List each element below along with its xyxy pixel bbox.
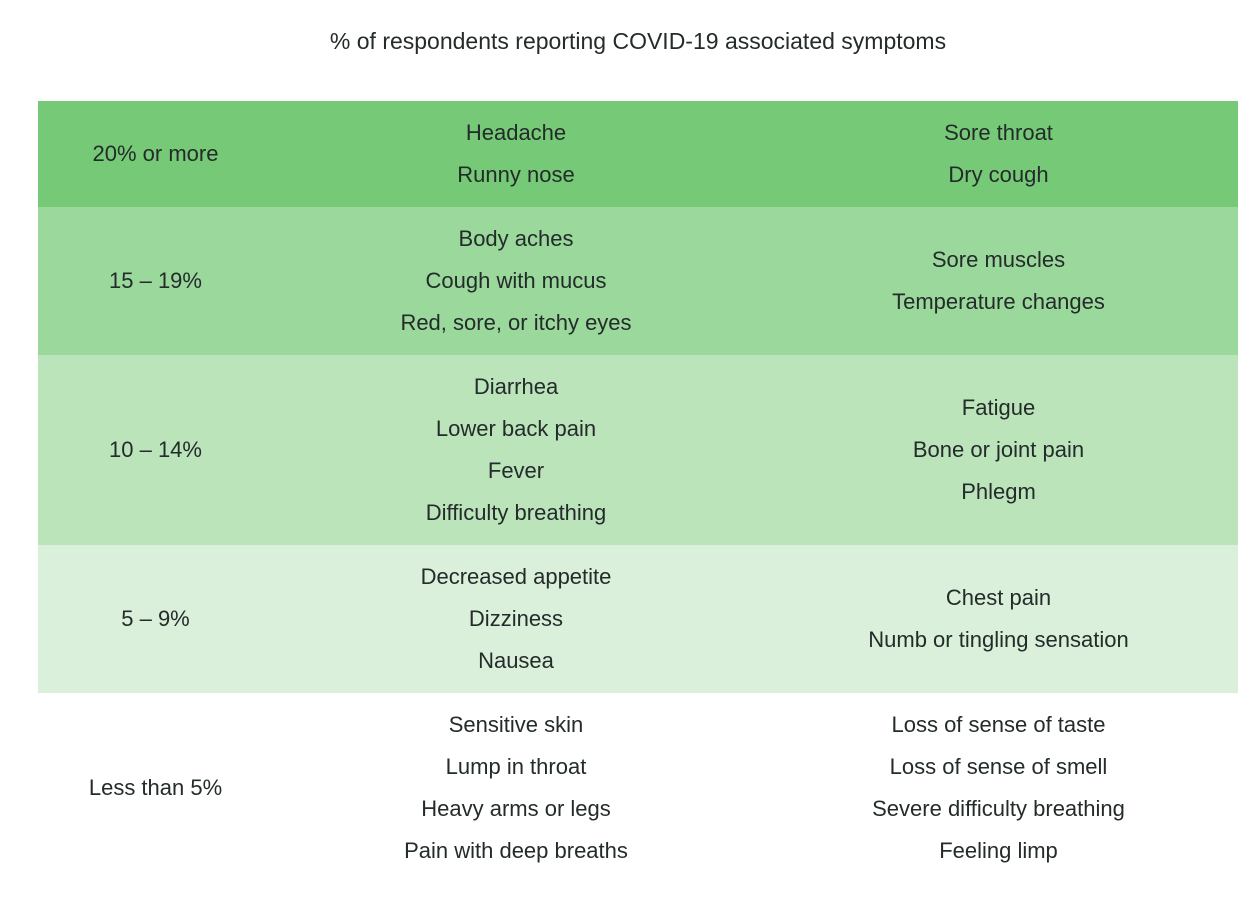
prevalence-range-cell: 10 – 14%: [38, 355, 273, 545]
symptom-item: Dry cough: [948, 162, 1049, 187]
symptom-list-right: Loss of sense of taste Loss of sense of …: [759, 693, 1238, 883]
symptom-item: Nausea: [478, 648, 554, 673]
symptom-item: Fever: [487, 458, 545, 483]
prevalence-range-label: Less than 5%: [88, 775, 223, 800]
symptom-item: Temperature changes: [892, 289, 1105, 314]
symptom-item: Red, sore, or itchy eyes: [400, 310, 632, 335]
symptom-item: Feeling limp: [939, 838, 1058, 863]
table-row-less-than-5: Less than 5% Sensitive skin Lump in thro…: [38, 693, 1238, 883]
table-row-20-or-more: 20% or more Headache Runny nose Sore thr…: [38, 101, 1238, 207]
symptom-item: Dizziness: [468, 606, 564, 631]
symptom-list-left: Sensitive skin Lump in throat Heavy arms…: [273, 693, 759, 883]
symptom-list-left: Body aches Cough with mucus Red, sore, o…: [273, 207, 759, 355]
symptom-item: Phlegm: [961, 479, 1036, 504]
symptom-item: Lump in throat: [445, 754, 587, 779]
symptom-list-right: Sore throat Dry cough: [759, 101, 1238, 207]
symptom-item: Headache: [465, 120, 567, 145]
symptom-item: Bone or joint pain: [912, 437, 1085, 462]
table-row-15-19: 15 – 19% Body aches Cough with mucus Red…: [38, 207, 1238, 355]
symptom-item: Decreased appetite: [420, 564, 612, 589]
symptom-item: Body aches: [458, 226, 574, 251]
symptom-prevalence-table: 20% or more Headache Runny nose Sore thr…: [38, 101, 1238, 883]
symptom-list-right: Chest pain Numb or tingling sensation: [759, 545, 1238, 693]
symptom-item: Sore throat: [944, 120, 1053, 145]
prevalence-range-cell: 5 – 9%: [38, 545, 273, 693]
symptom-item: Difficulty breathing: [425, 500, 607, 525]
chart-title: % of respondents reporting COVID-19 asso…: [329, 28, 947, 54]
symptom-list-right: Sore muscles Temperature changes: [759, 207, 1238, 355]
symptom-item: Diarrhea: [473, 374, 559, 399]
symptom-item: Lower back pain: [435, 416, 597, 441]
symptom-item: Severe difficulty breathing: [872, 796, 1125, 821]
symptom-item: Cough with mucus: [425, 268, 607, 293]
prevalence-range-cell: 15 – 19%: [38, 207, 273, 355]
symptom-list-right: Fatigue Bone or joint pain Phlegm: [759, 355, 1238, 545]
prevalence-range-label: 5 – 9%: [121, 606, 190, 631]
symptom-item: Runny nose: [457, 162, 575, 187]
symptom-item: Numb or tingling sensation: [868, 627, 1129, 652]
symptom-item: Sore muscles: [931, 247, 1066, 272]
symptom-list-left: Decreased appetite Dizziness Nausea: [273, 545, 759, 693]
prevalence-range-cell: Less than 5%: [38, 693, 273, 883]
table-row-10-14: 10 – 14% Diarrhea Lower back pain Fever …: [38, 355, 1238, 545]
symptom-list-left: Headache Runny nose: [273, 101, 759, 207]
prevalence-range-cell: 20% or more: [38, 101, 273, 207]
symptom-item: Sensitive skin: [448, 712, 584, 737]
symptom-item: Heavy arms or legs: [421, 796, 611, 821]
prevalence-range-label: 15 – 19%: [109, 268, 202, 293]
symptom-item: Loss of sense of taste: [891, 712, 1106, 737]
symptom-item: Pain with deep breaths: [404, 838, 628, 863]
table-row-5-9: 5 – 9% Decreased appetite Dizziness Naus…: [38, 545, 1238, 693]
prevalence-range-label: 20% or more: [92, 141, 219, 166]
prevalence-range-label: 10 – 14%: [109, 437, 202, 462]
symptom-item: Fatigue: [961, 395, 1036, 420]
symptom-item: Loss of sense of smell: [889, 754, 1108, 779]
symptom-list-left: Diarrhea Lower back pain Fever Difficult…: [273, 355, 759, 545]
symptom-item: Chest pain: [945, 585, 1052, 610]
